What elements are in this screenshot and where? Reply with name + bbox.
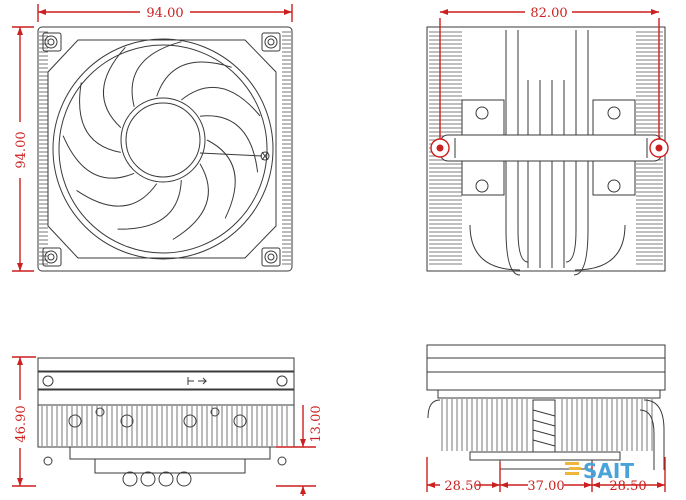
height-label-13: 13.00 xyxy=(309,405,324,442)
cooler-side-view xyxy=(37,357,295,487)
height-label-94: 94.00 xyxy=(14,131,29,168)
heatsink-bottom-view xyxy=(426,18,669,276)
center-label: 37.00 xyxy=(527,479,564,494)
offset-left-label: 28.50 xyxy=(444,479,481,494)
dimension-total-height: 46.90 xyxy=(12,356,36,487)
logo-text: SAIT xyxy=(583,459,634,483)
dimension-bottom-right: 28.50 37.00 28.50 xyxy=(426,457,666,494)
dimension-base-height: 13.00 xyxy=(276,405,324,496)
cooler-front-side-view xyxy=(426,344,666,470)
dimension-hole-spacing: 82.00 xyxy=(440,6,659,21)
height-label-46-90: 46.90 xyxy=(14,405,29,442)
dimension-width-top-left: 94.00 xyxy=(37,4,293,22)
width-label-94: 94.00 xyxy=(146,6,183,21)
brand-logo: SAIT xyxy=(565,459,634,483)
fan-front-view xyxy=(37,26,293,272)
hole-spacing-label-82: 82.00 xyxy=(530,6,567,21)
dimension-height-top-left: 94.00 xyxy=(12,26,34,272)
offset-right-label: 28.50 xyxy=(609,479,646,494)
logo-mark-icon xyxy=(565,462,581,475)
